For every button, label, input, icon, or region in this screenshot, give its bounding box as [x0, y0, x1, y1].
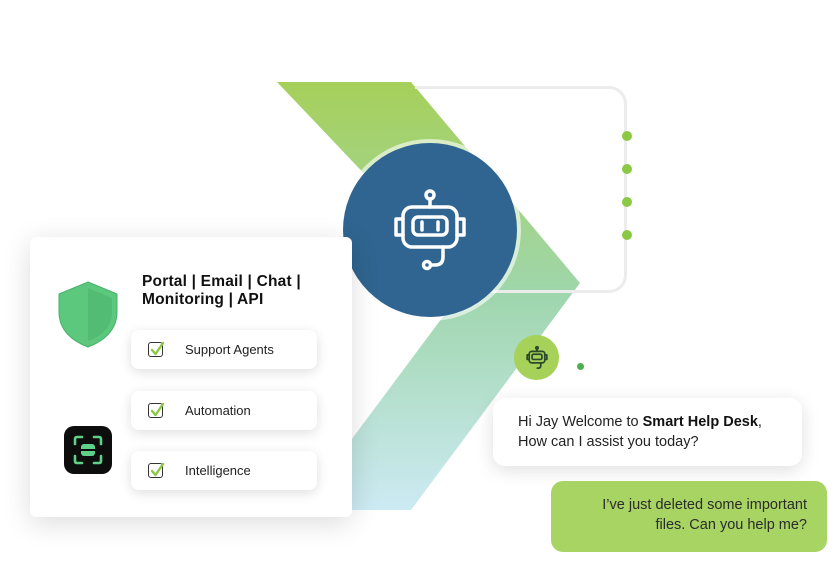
channels-title: Portal | Email | Chat | Monitoring | API: [142, 273, 342, 309]
bot-greeting-text: Hi Jay Welcome to: [518, 414, 643, 430]
checkbox-checked[interactable]: [148, 341, 165, 357]
hero-robot-badge: [343, 143, 517, 317]
bot-message-bubble: Hi Jay Welcome to Smart Help Desk, How c…: [493, 398, 802, 466]
feature-label: Intelligence: [185, 463, 251, 478]
feature-support-agents[interactable]: Support Agents: [131, 330, 317, 369]
robot-icon: [394, 189, 466, 271]
bot-message-line1: Hi Jay Welcome to Smart Help Desk,: [518, 412, 802, 432]
scan-face-icon: [73, 435, 103, 465]
checkmark-icon: [150, 402, 165, 417]
feature-intelligence[interactable]: Intelligence: [131, 451, 317, 490]
bot-greeting-suffix: ,: [757, 414, 762, 430]
feature-automation[interactable]: Automation: [131, 391, 317, 430]
user-message-line1: I’ve just deleted some important: [602, 497, 807, 513]
bot-message-line2: How can I assist you today?: [518, 434, 699, 450]
user-message-bubble: I’ve just deleted some important files. …: [551, 481, 827, 552]
step-dot: [622, 230, 632, 240]
step-dot: [622, 164, 632, 174]
channels-title-line2: Monitoring | API: [142, 291, 264, 308]
connector-line: [415, 86, 627, 293]
step-dot: [622, 131, 632, 141]
brand-name: Smart Help Desk: [642, 414, 758, 430]
user-message-line2: files. Can you help me?: [655, 517, 807, 533]
scan-tile: [64, 426, 112, 474]
status-dot: [577, 363, 584, 370]
bot-avatar: [514, 335, 559, 380]
checkbox-checked[interactable]: [148, 402, 165, 418]
feature-label: Automation: [185, 403, 251, 418]
step-dot: [622, 197, 632, 207]
checkmark-icon: [150, 341, 165, 356]
channels-title-line1: Portal | Email | Chat |: [142, 273, 301, 290]
checkmark-icon: [150, 462, 165, 477]
feature-label: Support Agents: [185, 342, 274, 357]
shield-icon: [58, 281, 118, 348]
robot-icon: [525, 345, 548, 369]
checkbox-checked[interactable]: [148, 462, 165, 478]
